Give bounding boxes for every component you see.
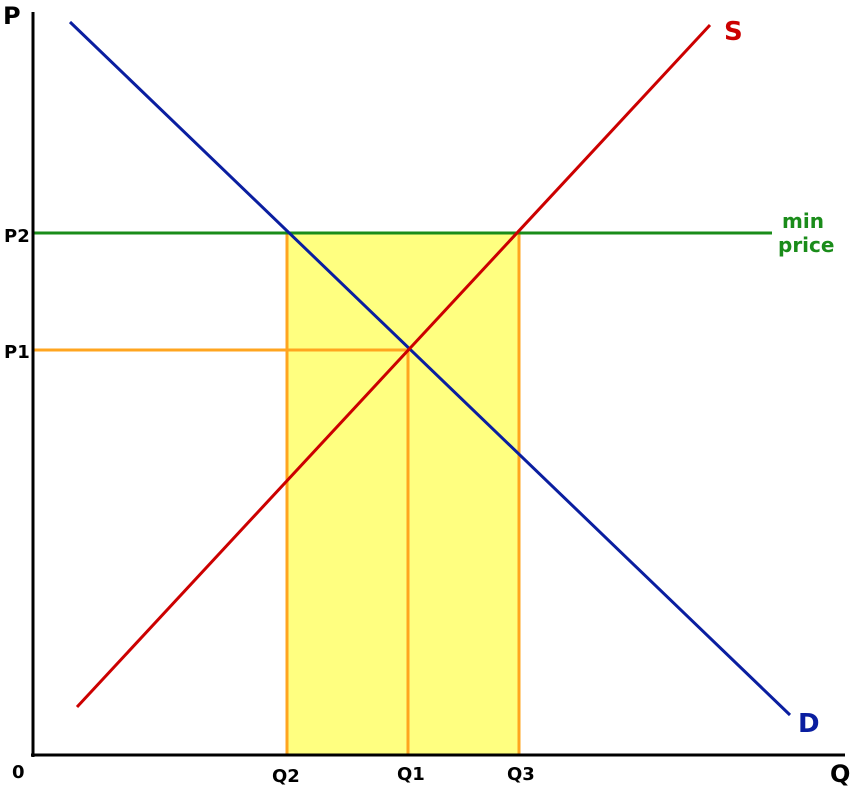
quantity-tick-q1: Q1 [397, 764, 425, 785]
min-price-label-line1: min [782, 209, 824, 233]
price-tick-p2: P2 [4, 226, 30, 247]
price-tick-p1: P1 [4, 342, 30, 363]
quantity-tick-q2: Q2 [272, 766, 300, 787]
demand-curve [68, 20, 792, 717]
quantity-tick-q3: Q3 [507, 764, 535, 785]
supply-label: S [724, 17, 743, 47]
y-axis-label: P [3, 2, 21, 30]
origin-label: 0 [12, 762, 25, 783]
supply-curve [75, 23, 712, 709]
min-price-label-line2: price [778, 233, 834, 257]
excess-supply-area [287, 233, 519, 755]
demand-label: D [798, 709, 820, 739]
x-axis-label: Q [830, 760, 850, 788]
